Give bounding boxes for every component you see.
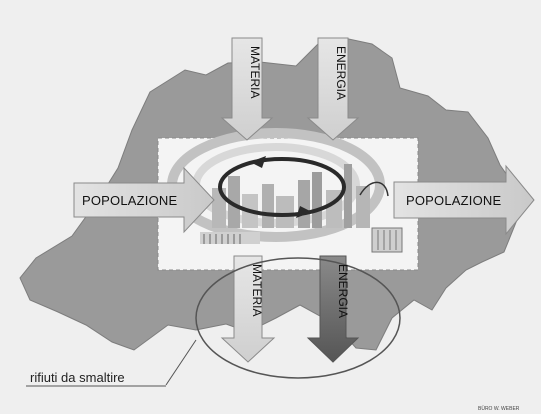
materia-in-arrow (220, 37, 274, 141)
energia-in-label: ENERGIA (334, 46, 348, 100)
energia-out-arrow (306, 255, 360, 363)
city-illustration (167, 128, 403, 253)
materia-out-arrow (220, 255, 276, 363)
waste-caption: rifiuti da smaltire (30, 370, 125, 385)
materia-out-label: MATERIA (250, 264, 264, 316)
cycle-arrow (218, 156, 346, 218)
popolazione-out-arrow (393, 164, 535, 236)
popolazione-in-label: POPOLAZIONE (82, 193, 178, 208)
credit-text: BÜRO W. WEBER (478, 405, 520, 412)
materia-in-label: MATERIA (248, 46, 262, 98)
energia-out-label: ENERGIA (336, 264, 350, 318)
waste-leader-line (165, 339, 197, 386)
popolazione-out-label: POPOLAZIONE (406, 193, 502, 208)
energia-in-arrow (306, 37, 360, 141)
waste-ellipse (195, 257, 401, 379)
popolazione-in-arrow (73, 166, 215, 234)
